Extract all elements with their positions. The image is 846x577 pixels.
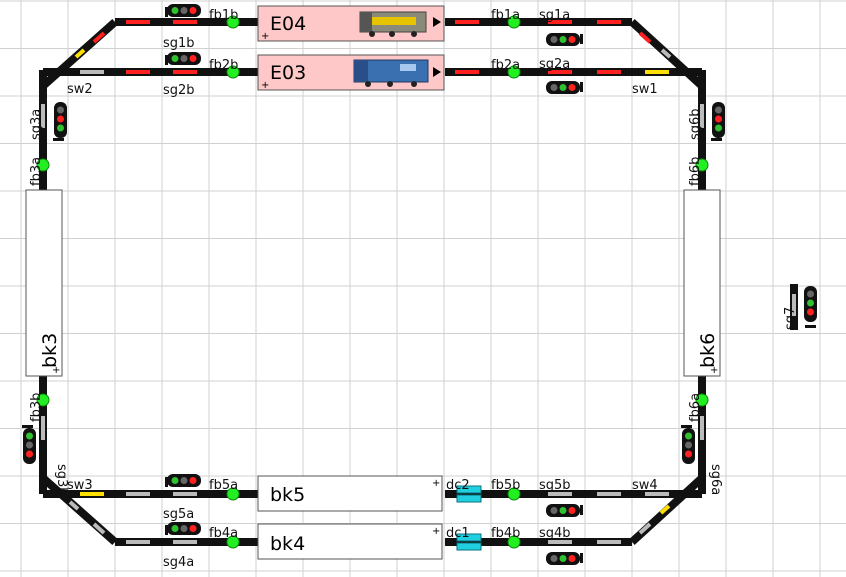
switch-sw3-label: sw3 [67,478,93,493]
signal-sg6a-label: sg6a [708,464,723,495]
sensor-fb3a[interactable]: fb3a [29,157,50,186]
switch-sw1-label: sw1 [632,82,658,97]
signal-sg2b[interactable]: sg2b [163,52,201,98]
sensor-fb3a-label: fb3a [29,157,44,186]
signal-sg6a[interactable]: sg6a [681,425,723,495]
switch-sw1[interactable]: sw1 [632,82,658,97]
sensor-fb2a[interactable]: fb2a [491,58,521,79]
sensor-fb3b-label: fb3b [29,393,44,422]
signal-sg3a[interactable]: sg3a [29,102,67,141]
signal-sg3b[interactable]: sg3b [22,425,69,496]
signal-sg4b[interactable]: sg4b [539,526,583,565]
signal-sg5a-label: sg5a [163,507,194,522]
signal-sg1a-label: sg1a [539,8,570,23]
block-bk4[interactable]: bk4 + [257,523,443,560]
decoupler-dc2[interactable]: dc2 [446,478,482,503]
block-bk6-plus: + [710,365,718,376]
block-e03[interactable]: E03 + [257,54,445,91]
switch-sw4-label: sw4 [632,478,658,493]
block-bk6-label: bk6 [697,333,719,368]
signal-sg1a[interactable]: sg1a [539,8,583,46]
sensor-fb1a[interactable]: fb1a [491,8,521,29]
signal-sg5a[interactable]: sg5a [163,474,201,522]
sensor-fb4b[interactable]: fb4b [491,526,521,549]
signal-sg3a-label: sg3a [29,109,44,140]
sensor-fb5b[interactable]: fb5b [491,478,521,501]
signal-sg5b[interactable]: sg5b [539,478,583,517]
sensor-fb4b-label: fb4b [491,526,520,541]
sensor-fb6b-label: fb6b [688,157,703,186]
sensor-fb1b[interactable]: fb1b [209,8,240,29]
signal-sg6b[interactable]: sg6b [688,102,725,141]
decoupler-dc2-label: dc2 [446,478,470,493]
block-bk5-plus: + [432,478,440,489]
sensor-fb2a-label: fb2a [491,58,520,73]
block-bk3[interactable]: bk3 + [25,189,63,377]
sensor-fb5a[interactable]: fb5a [209,478,240,501]
block-e04-label: E04 [270,13,306,35]
sensor-fb4a[interactable]: fb4a [209,526,240,549]
signal-sg7[interactable]: sg7 [783,284,817,330]
block-e04-plus: + [261,31,269,42]
signal-sg7-label: sg7 [783,307,798,330]
signal-sg2a-label: sg2a [539,57,570,72]
switch-sw2[interactable]: sw2 [67,82,93,97]
sensor-fb6b[interactable]: fb6b [688,157,709,186]
signal-sg2a[interactable]: sg2a [539,57,583,94]
signal-sg2b-label: sg2b [163,83,195,98]
signal-sg4a-label: sg4a [163,555,194,570]
signal-sg3b-label: sg3b [54,464,69,496]
sensor-fb6a-label: fb6a [688,393,703,422]
signal-sg1b[interactable]: sg1b [163,4,201,51]
signal-sg4a[interactable]: sg4a [163,522,201,570]
blue-diesel-icon [353,59,429,87]
direction-right-icon [433,67,441,77]
signal-sg4b-label: sg4b [539,526,571,541]
block-bk5[interactable]: bk5 + [257,475,443,512]
sensor-fb4a-label: fb4a [209,526,238,541]
direction-right-icon [433,17,441,27]
sensor-fb1b-label: fb1b [209,8,238,23]
sensor-fb2b[interactable]: fb2b [209,58,240,79]
block-bk5-label: bk5 [270,484,305,506]
block-bk3-label: bk3 [39,333,61,368]
signal-sg5b-label: sg5b [539,478,571,493]
block-bk4-plus: + [432,526,440,537]
block-bk3-plus: + [52,365,60,376]
sensor-fb1a-label: fb1a [491,8,520,23]
block-e03-plus: + [261,80,269,91]
sensor-fb2b-label: fb2b [209,58,238,73]
sensor-fb3b[interactable]: fb3b [29,393,50,422]
sensor-fb6a[interactable]: fb6a [688,393,709,422]
signal-sg6b-label: sg6b [688,108,703,140]
block-e03-label: E03 [270,62,306,84]
signal-sg1b-label: sg1b [163,36,195,51]
track-bottom-5[interactable] [39,470,706,498]
decoupler-dc1-label: dc1 [446,526,470,541]
block-e04[interactable]: E04 + [257,5,445,42]
switch-sw3[interactable]: sw3 [67,478,93,493]
block-bk6[interactable]: bk6 + [683,189,721,377]
yellow-grey-diesel-icon [359,11,427,37]
switch-sw4[interactable]: sw4 [632,478,658,493]
block-bk4-label: bk4 [270,533,305,555]
sensor-fb5a-label: fb5a [209,478,238,493]
track-plan [39,18,706,546]
sensor-fb5b-label: fb5b [491,478,520,493]
decoupler-dc1[interactable]: dc1 [446,526,482,551]
switch-sw2-label: sw2 [67,82,93,97]
